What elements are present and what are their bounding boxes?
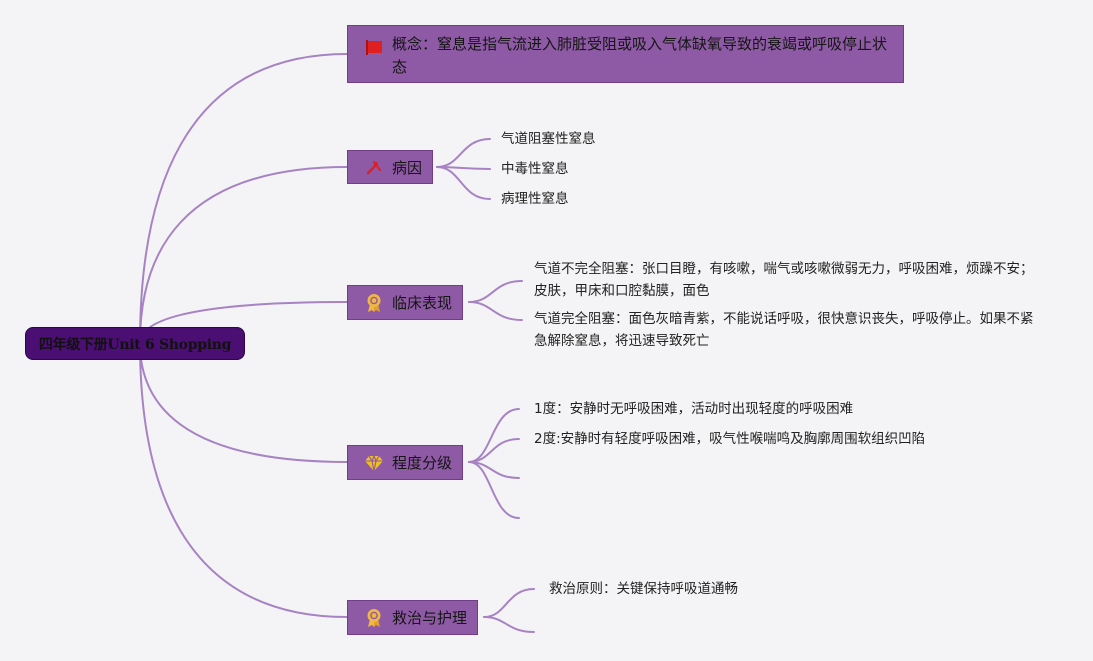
treatment-link-1: [483, 616, 535, 633]
clinical-link-1: [468, 301, 523, 321]
leaf-cause-pathology[interactable]: 病理性窒息: [501, 191, 569, 207]
red-flag-icon: [364, 37, 384, 57]
topic-causes-label: 病因: [392, 158, 423, 177]
topic-causes[interactable]: 病因: [347, 150, 434, 184]
root-link-0: [139, 53, 348, 344]
topic-treatment-label: 救治与护理: [392, 609, 468, 627]
topic-severity[interactable]: 程度分级: [347, 445, 464, 480]
topic-concept-label: 概念：窒息是指气流进入肺脏受阻或吸入气体缺氧导致的衰竭或呼吸停止状态: [392, 35, 888, 76]
leaf-clinical-partial[interactable]: 气道不完全阻塞：张口目瞪，有咳嗽，喘气或咳嗽微弱无力，呼吸困难，烦躁不安；皮肤，…: [534, 261, 1034, 299]
award-ribbon-icon: [364, 293, 384, 313]
root-link-1: [139, 166, 348, 344]
causes-link-2: [436, 166, 491, 200]
topic-clinical-label: 临床表现: [392, 294, 453, 312]
root-topic[interactable]: 四年级下册Unit 6 Shopping: [25, 327, 245, 360]
leaf-cause-poison[interactable]: 中毒性窒息: [501, 161, 569, 177]
causes-link-0: [436, 138, 491, 168]
leaf-cause-airway[interactable]: 气道阻塞性窒息: [501, 131, 596, 147]
leaf-severity-2[interactable]: 2度:安静时有轻度呼吸困难，吸气性喉喘鸣及胸廓周围软组织凹陷: [534, 431, 926, 447]
severity-link-3: [468, 461, 520, 519]
root-link-3: [139, 342, 348, 463]
topic-treatment[interactable]: 救治与护理: [347, 600, 479, 635]
root-link-4: [139, 342, 348, 618]
topic-severity-label: 程度分级: [392, 454, 453, 472]
leaf-treatment-principle[interactable]: 救治原则：关键保持呼吸道通畅: [549, 581, 738, 597]
award-ribbon-icon: [364, 608, 384, 628]
severity-link-1: [468, 438, 520, 463]
root-topic-label: 四年级下册Unit 6 Shopping: [38, 336, 232, 353]
clinical-link-0: [468, 280, 523, 303]
leaf-clinical-complete[interactable]: 气道完全阻塞：面色灰暗青紫，不能说话呼吸，很快意识丧失，呼吸停止。如果不紧急解除…: [534, 311, 1034, 349]
tools-icon: [364, 157, 384, 177]
severity-link-0: [468, 408, 520, 463]
topic-clinical[interactable]: 临床表现: [347, 285, 464, 320]
treatment-link-0: [483, 588, 535, 618]
topic-concept[interactable]: 概念：窒息是指气流进入肺脏受阻或吸入气体缺氧导致的衰竭或呼吸停止状态: [347, 25, 904, 83]
diamond-icon: [364, 453, 384, 473]
leaf-severity-1[interactable]: 1度：安静时无呼吸困难，活动时出现轻度的呼吸困难: [534, 401, 854, 417]
